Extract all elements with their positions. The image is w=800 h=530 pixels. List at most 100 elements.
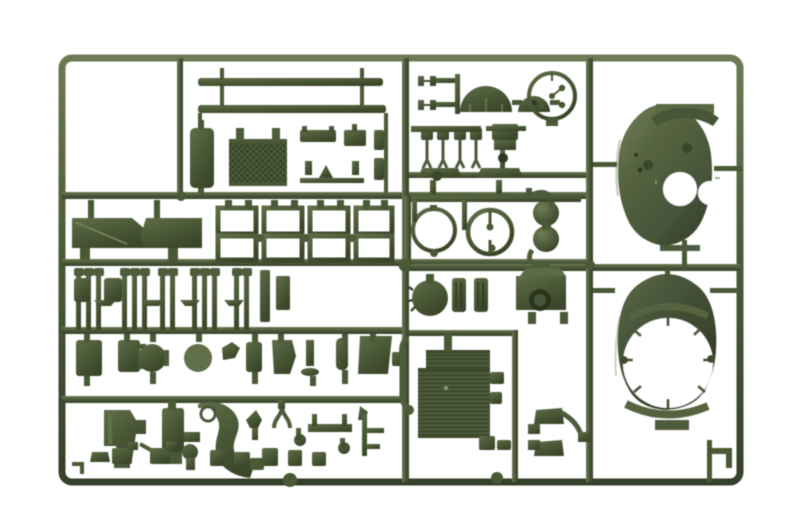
mid-right-runner-bar	[411, 196, 581, 230]
fitting-block-2	[104, 278, 122, 302]
torsion-bar-4	[122, 272, 127, 330]
fitting-l8	[296, 428, 301, 440]
ring-edge-highlight	[614, 315, 621, 377]
detail-disc-2	[184, 344, 212, 372]
hull-strip-gate	[200, 120, 204, 130]
tow-hook-eye	[199, 405, 217, 423]
block-b7	[186, 458, 195, 470]
frame-outline	[58, 54, 744, 486]
small-tabs-row	[300, 124, 384, 183]
fork-spine	[455, 74, 460, 114]
torsion-bar-11	[212, 272, 217, 330]
peg-part-1	[305, 161, 312, 175]
pintle-rod-2	[474, 278, 488, 312]
turret-ring-group	[593, 266, 740, 482]
mg-gate-3	[168, 400, 176, 410]
deck-arm-node	[404, 405, 414, 415]
peg-part-2	[352, 161, 359, 175]
round-hatch	[412, 280, 448, 316]
tow-hook-arm	[198, 401, 254, 478]
runner-v-405-mid	[405, 196, 411, 266]
detail-pin-1	[164, 350, 169, 366]
ring-base-lip	[655, 420, 689, 430]
block-b2	[112, 448, 132, 464]
turret-aperture-right	[698, 181, 722, 205]
mid-right-cell	[411, 168, 581, 267]
fork-part-2	[418, 100, 436, 110]
turret-gate-bottom	[682, 240, 687, 270]
fitting-l4	[278, 400, 285, 409]
bracket-scribe-1	[74, 221, 128, 245]
mid-rail-drop-1	[462, 200, 467, 230]
detail-gate-a	[84, 334, 90, 342]
dome-gate-1	[512, 100, 522, 105]
barrel-gate-1	[220, 68, 224, 80]
turret-ring-bore	[623, 318, 713, 408]
small-fittings-group	[74, 270, 290, 322]
turret-gate-right	[714, 166, 742, 171]
mg-scribe-1	[108, 414, 112, 444]
fitting-l14	[340, 438, 345, 448]
runner-h-396	[62, 396, 408, 403]
mg-body-1	[104, 410, 146, 460]
pin-rail	[411, 126, 481, 132]
bracket-gate-3	[154, 200, 160, 218]
detail-box-3	[246, 342, 262, 372]
pintle-mount-group	[407, 268, 568, 324]
block-b4	[150, 448, 170, 464]
ring-bottom-band	[624, 400, 710, 419]
detail-foot-1	[301, 368, 319, 376]
runner-h-192	[62, 192, 590, 199]
hull-panel-group	[190, 120, 214, 196]
barrel-rail-upper	[198, 78, 383, 86]
runner-h-264-right	[405, 264, 740, 271]
ring-disc-1-foot	[430, 249, 438, 257]
fitting-l5	[312, 414, 317, 426]
detail-tube-1	[336, 338, 348, 370]
pintle-gate	[528, 312, 536, 324]
mount-block-group	[486, 124, 526, 172]
ring-node-right	[707, 355, 715, 363]
block-b9	[234, 452, 250, 466]
runner-h-327	[62, 327, 408, 334]
mg-body-2	[162, 408, 184, 452]
deck-lower-section	[418, 370, 490, 436]
bin-2	[477, 168, 523, 178]
tow-hook-gate	[250, 458, 264, 470]
barrel-gate-4	[360, 86, 364, 106]
hook-pins-group	[411, 126, 482, 169]
ring-disc-1-gate	[430, 205, 437, 211]
ring-node-left	[620, 356, 628, 364]
wheel-disc-gate	[546, 118, 558, 126]
mount-rail	[486, 126, 526, 131]
hull-bracket-1	[72, 218, 146, 248]
turret-aperture-left	[663, 172, 697, 206]
detail-panel-1	[358, 336, 392, 374]
fitting-rod-2	[276, 276, 290, 310]
mount-block-2	[494, 140, 516, 150]
block-b8	[210, 450, 224, 466]
drum-link	[542, 222, 551, 230]
ring-gate-top	[665, 266, 670, 290]
textured-plate-group	[229, 128, 287, 186]
tab-part-1	[300, 130, 336, 142]
pintle-rod-1	[452, 278, 466, 312]
fender-strut	[558, 409, 585, 438]
frame-corner-gusset-left	[72, 462, 84, 474]
turret-pin-1	[637, 167, 643, 173]
hull-strip-gate-2	[200, 188, 204, 196]
detail-wedge-1	[272, 340, 296, 374]
tab-gate-3	[352, 124, 357, 131]
wheel-disc-boss-3	[537, 102, 545, 110]
detail-rod-3	[306, 340, 314, 366]
barrel-rail-lower	[198, 105, 386, 113]
deck-gate-block-2	[497, 440, 511, 450]
deck-side-arm	[399, 335, 411, 411]
hatch-notches	[407, 286, 416, 312]
fitting-l10	[362, 414, 367, 456]
bracket-gate-1	[88, 200, 94, 218]
block-b5	[166, 442, 176, 450]
detail-box-2	[118, 340, 140, 372]
bin-1-stem	[430, 180, 436, 194]
pintle-rod-2-lines	[477, 282, 484, 308]
